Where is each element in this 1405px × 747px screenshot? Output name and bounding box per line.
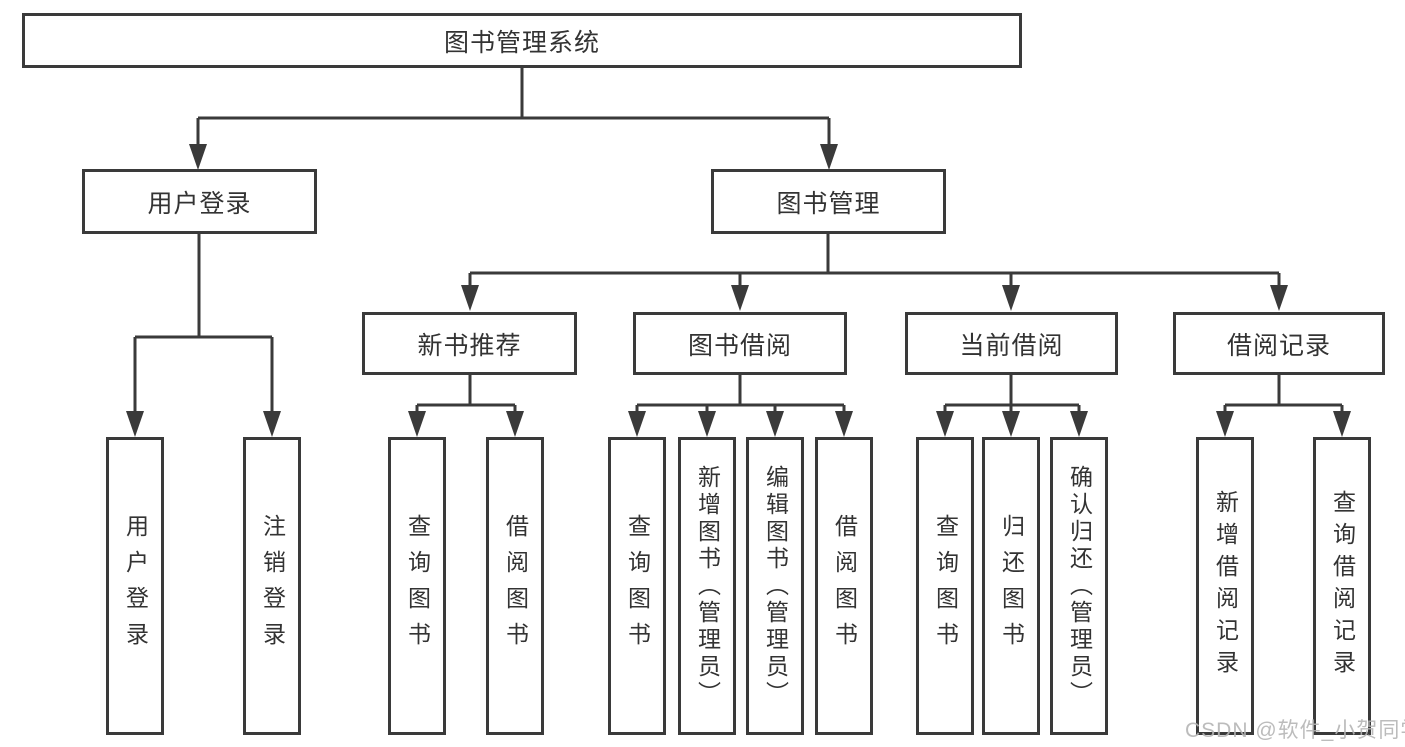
leaf-borrow-query-book-label: 查询图书: [624, 514, 651, 658]
csdn-watermark: CSDN @软件_小贺同学: [1185, 719, 1405, 742]
leaf-logout: 注销登录: [243, 437, 301, 735]
leaf-borrow-book-label: 借阅图书: [831, 514, 858, 658]
arrow-down-icon: [263, 411, 281, 437]
arrow-down-icon: [731, 285, 749, 311]
arrow-down-icon: [1216, 411, 1234, 437]
connector-group-current: [943, 375, 1081, 413]
node-book-management: 图书管理: [711, 169, 946, 234]
leaf-edit-book-admin-label: 编辑图书（管理员）: [762, 464, 789, 708]
arrow-down-icon: [1002, 411, 1020, 437]
node-user-login-branch: 用户登录: [82, 169, 317, 234]
leaf-add-borrow-record-label: 新增借阅记录: [1212, 490, 1239, 682]
arrow-down-icon: [820, 144, 838, 170]
leaf-add-borrow-record: 新增借阅记录: [1196, 437, 1254, 735]
leaf-user-login: 用户登录: [106, 437, 164, 735]
node-new-book-recommend: 新书推荐: [362, 312, 577, 375]
connector-root-to-level2: [196, 68, 831, 146]
leaf-logout-label: 注销登录: [259, 514, 286, 658]
leaf-recommend-borrow-book: 借阅图书: [486, 437, 544, 735]
node-current-borrow: 当前借阅: [905, 312, 1118, 375]
leaf-return-book: 归还图书: [982, 437, 1040, 735]
connector-group-recommend: [415, 375, 517, 413]
arrow-down-icon: [1070, 411, 1088, 437]
leaf-edit-book-admin: 编辑图书（管理员）: [746, 437, 804, 735]
leaf-query-borrow-record-label: 查询借阅记录: [1329, 490, 1356, 682]
arrow-down-icon: [1270, 285, 1288, 311]
connector-group-records: [1223, 375, 1344, 413]
node-book-borrow-label: 图书借阅: [687, 331, 792, 360]
node-book-management-label: 图书管理: [776, 189, 881, 218]
arrow-down-icon: [698, 411, 716, 437]
node-new-book-recommend-label: 新书推荐: [417, 331, 522, 360]
arrow-down-icon: [835, 411, 853, 437]
leaf-add-book-admin-label: 新增图书（管理员）: [694, 464, 721, 708]
node-borrow-records-label: 借阅记录: [1226, 331, 1331, 360]
leaf-confirm-return-admin: 确认归还（管理员）: [1050, 437, 1108, 735]
connector-user-branch: [133, 234, 274, 413]
connector-group-borrow: [635, 375, 846, 413]
arrow-down-icon: [461, 285, 479, 311]
node-borrow-records: 借阅记录: [1173, 312, 1385, 375]
leaf-current-query-book: 查询图书: [916, 437, 974, 735]
connector-book-to-level3: [468, 234, 1281, 288]
arrow-down-icon: [506, 411, 524, 437]
arrow-down-icon: [408, 411, 426, 437]
leaf-query-borrow-record: 查询借阅记录: [1313, 437, 1371, 735]
leaf-borrow-query-book: 查询图书: [608, 437, 666, 735]
leaf-recommend-borrow-book-label: 借阅图书: [502, 514, 529, 658]
leaf-confirm-return-admin-label: 确认归还（管理员）: [1066, 464, 1093, 708]
arrow-down-icon: [936, 411, 954, 437]
arrow-down-icon: [1002, 285, 1020, 311]
leaf-user-login-label: 用户登录: [122, 514, 149, 658]
arrow-down-icon: [126, 411, 144, 437]
node-book-borrow: 图书借阅: [633, 312, 847, 375]
leaf-add-book-admin: 新增图书（管理员）: [678, 437, 736, 735]
leaf-recommend-query-book-label: 查询图书: [404, 514, 431, 658]
node-root-label: 图书管理系统: [443, 28, 600, 57]
node-user-login-branch-label: 用户登录: [147, 189, 252, 218]
leaf-return-book-label: 归还图书: [998, 514, 1025, 658]
arrow-down-icon: [189, 144, 207, 170]
leaf-current-query-book-label: 查询图书: [932, 514, 959, 658]
leaf-borrow-book: 借阅图书: [815, 437, 873, 735]
node-current-borrow-label: 当前借阅: [959, 331, 1064, 360]
leaf-recommend-query-book: 查询图书: [388, 437, 446, 735]
arrow-down-icon: [1333, 411, 1351, 437]
arrow-down-icon: [766, 411, 784, 437]
arrow-down-icon: [628, 411, 646, 437]
node-root: 图书管理系统: [22, 13, 1022, 68]
